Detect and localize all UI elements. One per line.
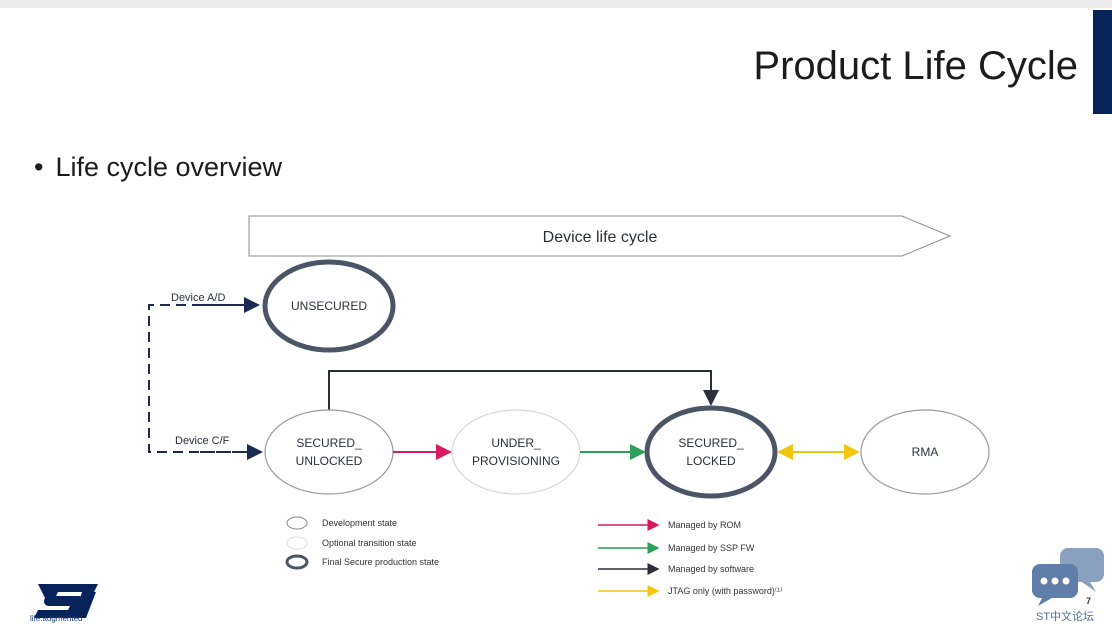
state-secured-locked-label-1: SECURED_: [678, 436, 744, 450]
legend-state-label: Final Secure production state: [322, 557, 439, 567]
state-rma: [860, 409, 990, 495]
dashed-connector-ad: [148, 304, 256, 453]
page-number: 7: [1086, 596, 1092, 606]
accent-bar: [1093, 10, 1112, 114]
state-secured-unlocked-label-1: SECURED_: [296, 436, 362, 450]
device-life-cycle-banner: [248, 215, 952, 257]
logo-tagline: life.augmented: [30, 614, 83, 623]
banner-label: Device life cycle: [543, 229, 658, 246]
state-under-provisioning: [451, 409, 581, 495]
slide-title: Product Life Cycle: [753, 44, 1078, 88]
legend-final-icon: [285, 554, 309, 570]
device-cf-label: Device C/F: [175, 435, 230, 447]
state-under-provisioning-label-1: UNDER_: [491, 436, 541, 450]
legend-state-label: Optional transition state: [322, 538, 417, 548]
bullet-text: Life cycle overview: [55, 152, 283, 182]
state-unsecured: [262, 259, 396, 353]
chat-bubble-icon: [1032, 548, 1104, 606]
bullet-dot-icon: •: [34, 152, 44, 182]
state-secured-locked: [644, 405, 778, 499]
legend-arrow-label: Managed by SSP FW: [668, 543, 755, 553]
legend-optional-icon: [286, 536, 308, 550]
top-band: [0, 0, 1112, 8]
legend-arrow-label: JTAG only (with password)⁽¹⁾: [668, 586, 782, 596]
legend-arrow-label: Managed by ROM: [668, 520, 741, 530]
legend-arrow-label: Managed by software: [668, 564, 754, 574]
watermark-text: ST中文论坛: [1036, 611, 1095, 623]
state-under-provisioning-label-2: PROVISIONING: [472, 454, 560, 468]
state-secured-locked-label-2: LOCKED: [686, 454, 736, 468]
st-logo-icon: [34, 584, 98, 618]
legend-development-icon: [286, 516, 308, 530]
legend-state-label: Development state: [322, 518, 397, 528]
state-unsecured-label: UNSECURED: [291, 299, 367, 313]
arrow-managed-by-software: [328, 370, 719, 410]
device-ad-label: Device A/D: [171, 292, 225, 304]
bullet-item: • Life cycle overview: [34, 152, 282, 183]
state-secured-unlocked-label-2: UNLOCKED: [296, 454, 363, 468]
state-secured-unlocked: [264, 409, 394, 495]
state-rma-label: RMA: [912, 445, 939, 459]
